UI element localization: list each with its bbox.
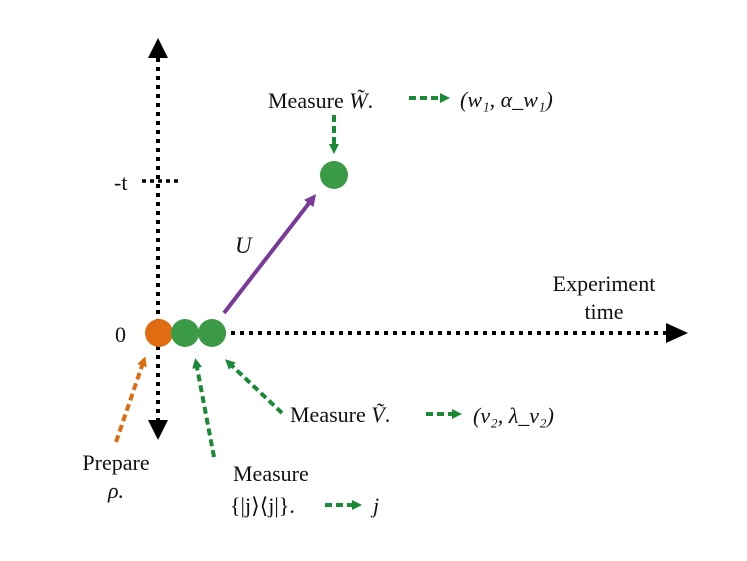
prepare-pointer-arrow	[114, 356, 147, 443]
measure-v-label: Measure Ṽ.	[290, 402, 390, 427]
vertical-axis-up-arrowhead	[148, 38, 168, 58]
vertical-axis	[148, 38, 168, 440]
horizontal-axis-arrowhead	[666, 323, 688, 343]
measure-j-label-line1: Measure	[233, 461, 309, 486]
vertical-axis-down-arrowhead	[148, 420, 168, 440]
evolution-u-arrow	[222, 194, 317, 315]
measure-j-dot	[171, 319, 199, 347]
evolution-label-u: U	[235, 233, 253, 258]
measure-w-label: Measure W̃.	[268, 88, 373, 113]
measure-j-pointer-arrow	[192, 358, 216, 458]
prepare-label-line2: ρ.	[107, 478, 124, 503]
measure-j-label-line2: {|j⟩⟨j|}.	[230, 493, 295, 518]
axis-label-experiment: Experiment	[553, 271, 656, 296]
measure-w-dot	[320, 161, 348, 189]
measure-j-result: j	[370, 493, 379, 518]
measure-v-dot	[198, 319, 226, 347]
axis-label-time: time	[584, 299, 623, 324]
measure-w-result: (w₁, α_w₁)	[460, 87, 553, 112]
horizontal-axis	[222, 323, 688, 343]
prepare-label-line1: Prepare	[82, 450, 149, 475]
measure-v-result: (v₂, λ_v₂)	[473, 403, 554, 428]
measure-v-pointer-arrow	[225, 359, 284, 415]
tick-label-minus-t: -t	[114, 170, 127, 195]
prepare-state-dot	[145, 319, 173, 347]
origin-label: 0	[115, 322, 126, 347]
